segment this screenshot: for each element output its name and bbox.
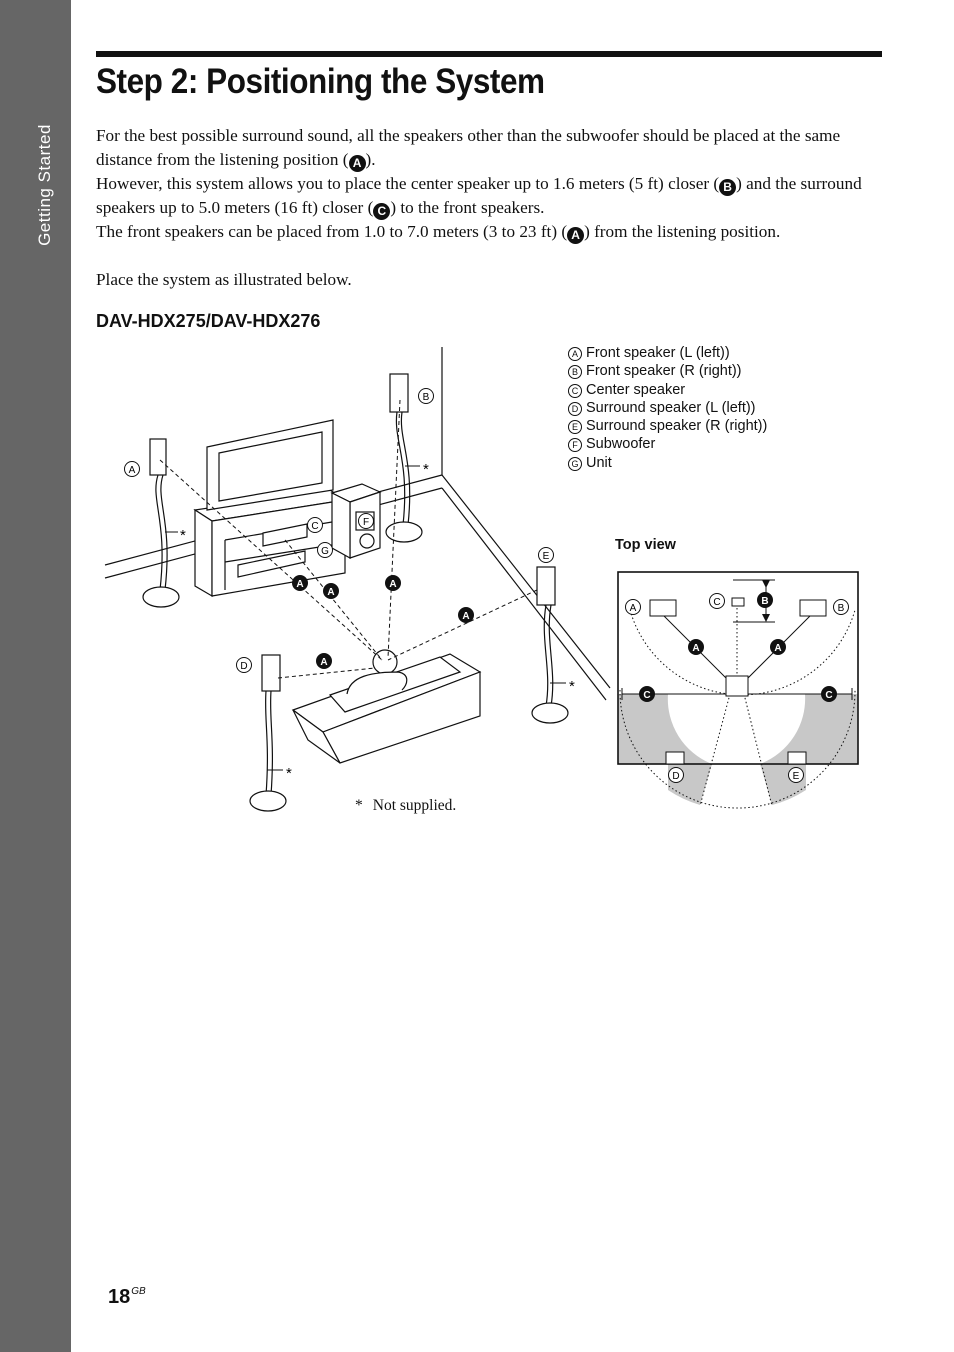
legend-item: E Surround speaker (R (right)) bbox=[568, 417, 767, 435]
intro-text: For the best possible surround sound, al… bbox=[96, 124, 886, 292]
footnote: * Not supplied. bbox=[355, 797, 456, 815]
svg-text:*: * bbox=[180, 527, 186, 544]
paragraph-2-middle: ) and the surround speakers up to 5.0 me… bbox=[96, 174, 862, 217]
paragraph-4: Place the system as illustrated below. bbox=[96, 270, 352, 289]
paragraph-1-text: For the best possible surround sound, al… bbox=[96, 126, 841, 169]
svg-text:C: C bbox=[825, 690, 832, 701]
illustration-callouts: A B C F G E D bbox=[124, 388, 554, 673]
legend-text: Surround speaker (R (right)) bbox=[586, 418, 768, 435]
paragraph-2: However, this system allows you to place… bbox=[96, 172, 886, 220]
svg-text:A: A bbox=[296, 579, 303, 590]
svg-text:G: G bbox=[321, 546, 329, 557]
legend-item: G Unit bbox=[568, 454, 767, 472]
legend-text: Front speaker (L (left)) bbox=[586, 345, 730, 361]
tv-and-rack bbox=[193, 419, 382, 598]
svg-text:C: C bbox=[713, 597, 720, 608]
svg-text:B: B bbox=[838, 603, 845, 614]
paragraph-1-end: ). bbox=[365, 150, 376, 169]
badge-a: A bbox=[567, 227, 585, 244]
svg-text:A: A bbox=[630, 603, 637, 614]
svg-text:D: D bbox=[672, 771, 679, 782]
svg-text:E: E bbox=[543, 551, 550, 562]
top-view-diagram: A B C D E B A A C C bbox=[617, 571, 859, 809]
svg-text:*: * bbox=[569, 678, 575, 695]
svg-text:A: A bbox=[129, 465, 136, 476]
svg-text:C: C bbox=[311, 521, 318, 532]
legend-letter: A bbox=[568, 347, 582, 361]
svg-text:*: * bbox=[423, 461, 429, 478]
sofa-with-listener bbox=[291, 649, 482, 764]
badge-c: C bbox=[373, 203, 391, 220]
legend-item: F Subwoofer bbox=[568, 435, 767, 453]
svg-text:A: A bbox=[327, 587, 334, 598]
side-tab: Getting Started bbox=[0, 0, 71, 1352]
paragraph-2-end: ) to the front speakers. bbox=[390, 198, 545, 217]
svg-text:D: D bbox=[240, 661, 247, 672]
legend-letter: G bbox=[568, 456, 582, 471]
paragraph-3: The front speakers can be placed from 1.… bbox=[96, 220, 886, 244]
svg-text:*: * bbox=[286, 765, 292, 782]
page-number-value: 18 bbox=[108, 1286, 131, 1308]
svg-text:B: B bbox=[423, 392, 430, 403]
distance-badges: A A A A A bbox=[292, 575, 474, 669]
footnote-marker: * bbox=[355, 797, 363, 814]
svg-text:A: A bbox=[462, 611, 469, 622]
not-supplied-markers: * * * * bbox=[165, 461, 575, 782]
legend-item: B Front speaker (R (right)) bbox=[568, 362, 767, 380]
legend-letter: F bbox=[568, 438, 582, 453]
top-view-label: Top view bbox=[615, 537, 676, 553]
svg-text:A: A bbox=[692, 643, 699, 654]
badge-b: B bbox=[719, 179, 737, 196]
speaker-legend: A Front speaker (L (left)) B Front speaker … bbox=[568, 344, 767, 472]
footnote-text: Not supplied. bbox=[372, 797, 457, 814]
svg-text:A: A bbox=[389, 579, 396, 590]
title-rule bbox=[96, 51, 882, 57]
legend-letter: C bbox=[568, 383, 582, 398]
legend-letter: E bbox=[568, 420, 582, 435]
legend-text: Surround speaker (L (left)) bbox=[586, 399, 756, 416]
page-number-suffix: GB bbox=[131, 1286, 146, 1297]
paragraph-2-text: However, this system allows you to place… bbox=[96, 174, 720, 193]
svg-text:A: A bbox=[774, 643, 781, 654]
svg-text:A: A bbox=[320, 657, 327, 668]
model-heading: DAV-HDX275/DAV-HDX276 bbox=[96, 311, 321, 331]
legend-letter: B bbox=[568, 365, 582, 380]
distance-lines bbox=[159, 399, 538, 679]
page-title: Step 2: Positioning the System bbox=[96, 62, 545, 101]
svg-text:C: C bbox=[643, 690, 650, 701]
page-number: 18GB bbox=[108, 1286, 146, 1309]
legend-text: Front speaker (R (right)) bbox=[586, 363, 742, 380]
legend-item: A Front speaker (L (left)) bbox=[568, 344, 767, 362]
legend-letter: D bbox=[568, 401, 582, 416]
svg-text:E: E bbox=[793, 771, 800, 782]
legend-text: Center speaker bbox=[586, 381, 686, 398]
svg-text:B: B bbox=[761, 596, 768, 607]
paragraph-1: For the best possible surround sound, al… bbox=[96, 124, 886, 172]
svg-text:F: F bbox=[363, 517, 369, 528]
paragraph-3-text: The front speakers can be placed from 1.… bbox=[96, 222, 568, 241]
badge-a: A bbox=[348, 155, 366, 172]
legend-text: Subwoofer bbox=[586, 436, 656, 453]
paragraph-3-end: ) from the listening position. bbox=[584, 222, 781, 241]
legend-item: C Center speaker bbox=[568, 381, 767, 399]
legend-text: Unit bbox=[586, 454, 612, 471]
legend-item: D Surround speaker (L (left)) bbox=[568, 399, 767, 417]
speaker-stands bbox=[142, 373, 569, 812]
